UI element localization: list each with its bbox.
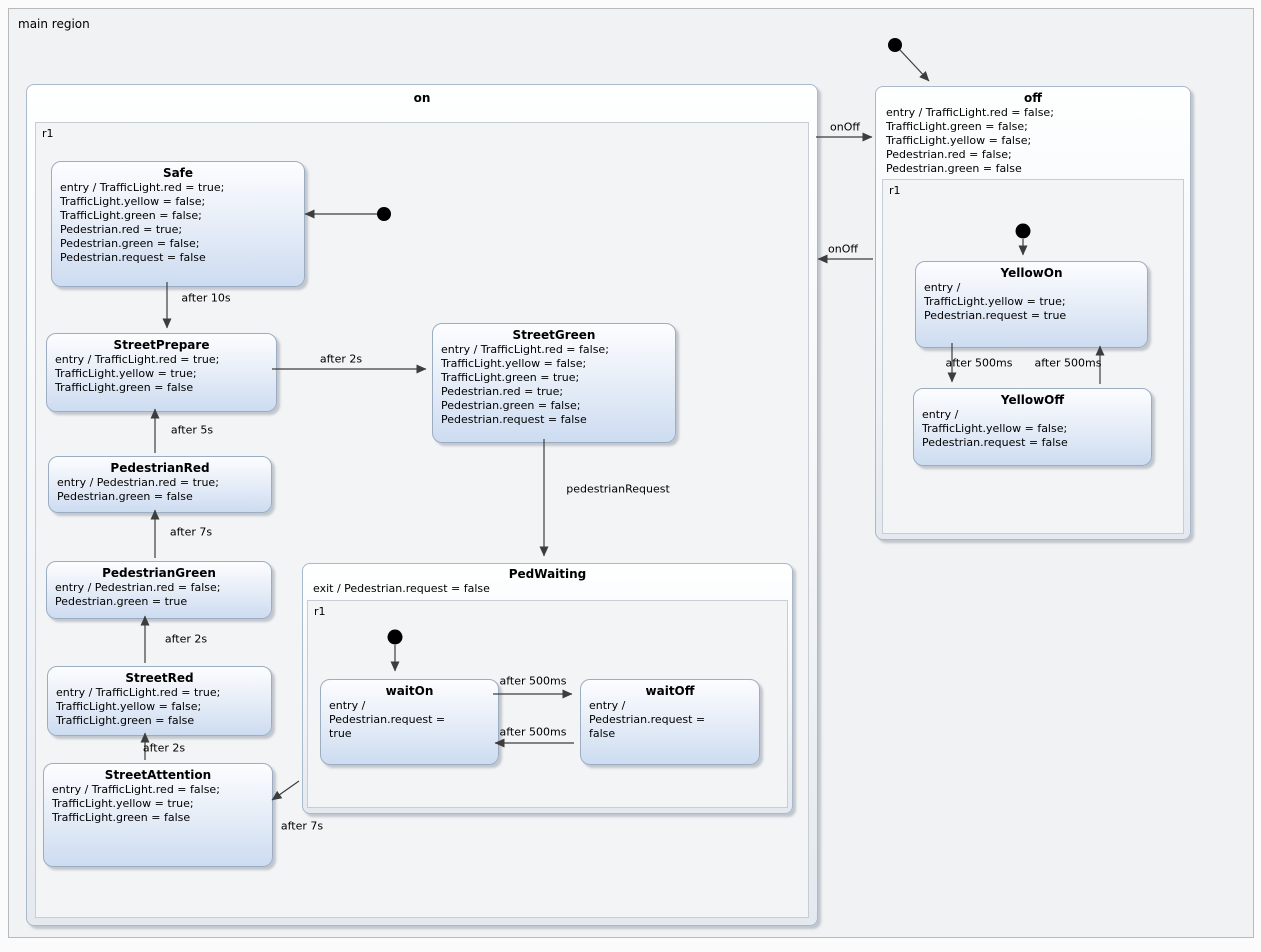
- state-safe-behavior: entry / TrafficLight.red = true; Traffic…: [60, 181, 225, 264]
- state-street-green[interactable]: StreetGreen entry / TrafficLight.red = f…: [432, 323, 676, 443]
- state-pedestrian-red-behavior: entry / Pedestrian.red = true; Pedestria…: [57, 476, 219, 503]
- transition-label-after-2s-streetprepare[interactable]: after 2s: [319, 352, 363, 366]
- state-street-prepare-behavior: entry / TrafficLight.red = true; Traffic…: [55, 353, 220, 394]
- region-pedwaiting-r1[interactable]: r1 waitOn entry / Pedestrian.request = t…: [307, 600, 788, 808]
- state-safe[interactable]: Safe entry / TrafficLight.red = true; Tr…: [51, 161, 305, 287]
- transition-label-after-2s-streetattention[interactable]: after 2s: [142, 741, 186, 755]
- state-on-title: on: [413, 91, 431, 105]
- state-pedestrian-green-behavior: entry / Pedestrian.red = false; Pedestri…: [55, 581, 221, 608]
- state-ped-waiting-title: PedWaiting: [508, 567, 587, 581]
- state-off[interactable]: off entry / TrafficLight.red = false; Tr…: [875, 86, 1191, 540]
- state-yellow-on[interactable]: YellowOn entry / TrafficLight.yellow = t…: [915, 261, 1148, 348]
- region-on-r1-label: r1: [42, 127, 54, 140]
- region-pedwaiting-r1-label: r1: [314, 605, 326, 618]
- state-safe-title: Safe: [162, 166, 194, 180]
- main-region[interactable]: main region on r1 Safe entry / TrafficLi…: [8, 8, 1254, 938]
- region-off-r1-label: r1: [889, 184, 901, 197]
- state-pedestrian-red[interactable]: PedestrianRed entry / Pedestrian.red = t…: [48, 456, 272, 513]
- state-pedestrian-red-title: PedestrianRed: [110, 461, 210, 475]
- transition-label-pedestrian-request[interactable]: pedestrianRequest: [566, 482, 670, 496]
- state-on[interactable]: on r1 Safe entry / TrafficLight.red = tr…: [26, 84, 818, 926]
- transition-label-after-2s-streetred[interactable]: after 2s: [164, 632, 208, 646]
- state-yellow-off-title: YellowOff: [1000, 393, 1065, 407]
- state-street-red-title: StreetRed: [125, 671, 194, 685]
- state-yellow-on-title: YellowOn: [1000, 266, 1063, 280]
- state-wait-off[interactable]: waitOff entry / Pedestrian.request = fal…: [580, 679, 760, 765]
- state-wait-on[interactable]: waitOn entry / Pedestrian.request = true: [320, 679, 499, 765]
- transition-label-after-10s[interactable]: after 10s: [181, 291, 231, 305]
- state-street-green-behavior: entry / TrafficLight.red = false; Traffi…: [441, 343, 609, 426]
- transition-label-after-5s[interactable]: after 5s: [170, 423, 214, 437]
- state-yellow-on-behavior: entry / TrafficLight.yellow = true; Pede…: [924, 281, 1067, 322]
- state-wait-on-title: waitOn: [385, 684, 434, 698]
- state-yellow-off-behavior: entry / TrafficLight.yellow = false; Ped…: [922, 408, 1068, 449]
- state-ped-waiting[interactable]: PedWaiting exit / Pedestrian.request = f…: [302, 563, 793, 814]
- transition-label-after-500ms-yellowon[interactable]: after 500ms: [945, 356, 1013, 370]
- region-on-r1[interactable]: r1 Safe entry / TrafficLight.red = true;…: [35, 122, 809, 918]
- state-ped-waiting-behavior: exit / Pedestrian.request = false: [313, 582, 490, 595]
- transition-label-after-7s-pedwaiting[interactable]: after 7s: [280, 819, 324, 833]
- state-pedestrian-green[interactable]: PedestrianGreen entry / Pedestrian.red =…: [46, 561, 272, 619]
- transition-label-onoff-top[interactable]: onOff: [830, 120, 860, 134]
- state-off-title: off: [1024, 91, 1042, 105]
- state-wait-on-behavior: entry / Pedestrian.request = true: [329, 699, 446, 740]
- state-off-behavior: entry / TrafficLight.red = false; Traffi…: [886, 106, 1054, 175]
- state-street-prepare[interactable]: StreetPrepare entry / TrafficLight.red =…: [46, 333, 277, 412]
- state-street-green-title: StreetGreen: [512, 328, 596, 342]
- state-wait-off-title: waitOff: [645, 684, 695, 698]
- state-wait-off-behavior: entry / Pedestrian.request = false: [589, 699, 706, 740]
- state-yellow-off[interactable]: YellowOff entry / TrafficLight.yellow = …: [913, 388, 1152, 466]
- transition-label-onoff-bottom[interactable]: onOff: [828, 242, 858, 256]
- transition-label-after-500ms-waitoff[interactable]: after 500ms: [499, 725, 567, 739]
- state-street-prepare-title: StreetPrepare: [113, 338, 210, 352]
- transition-label-after-500ms-waiton[interactable]: after 500ms: [499, 674, 567, 688]
- state-street-red-behavior: entry / TrafficLight.red = true; Traffic…: [56, 686, 221, 727]
- state-street-attention-behavior: entry / TrafficLight.red = false; Traffi…: [52, 783, 220, 824]
- main-region-label: main region: [18, 17, 90, 31]
- transition-label-after-500ms-yellowoff[interactable]: after 500ms: [1034, 356, 1102, 370]
- state-pedestrian-green-title: PedestrianGreen: [102, 566, 216, 580]
- state-street-attention[interactable]: StreetAttention entry / TrafficLight.red…: [43, 763, 273, 867]
- state-street-red[interactable]: StreetRed entry / TrafficLight.red = tru…: [47, 666, 272, 736]
- state-street-attention-title: StreetAttention: [104, 768, 212, 782]
- transition-label-after-7s-pedestriangreen[interactable]: after 7s: [169, 525, 213, 539]
- region-off-r1[interactable]: r1 YellowOn entry / TrafficLight.yellow …: [882, 179, 1184, 534]
